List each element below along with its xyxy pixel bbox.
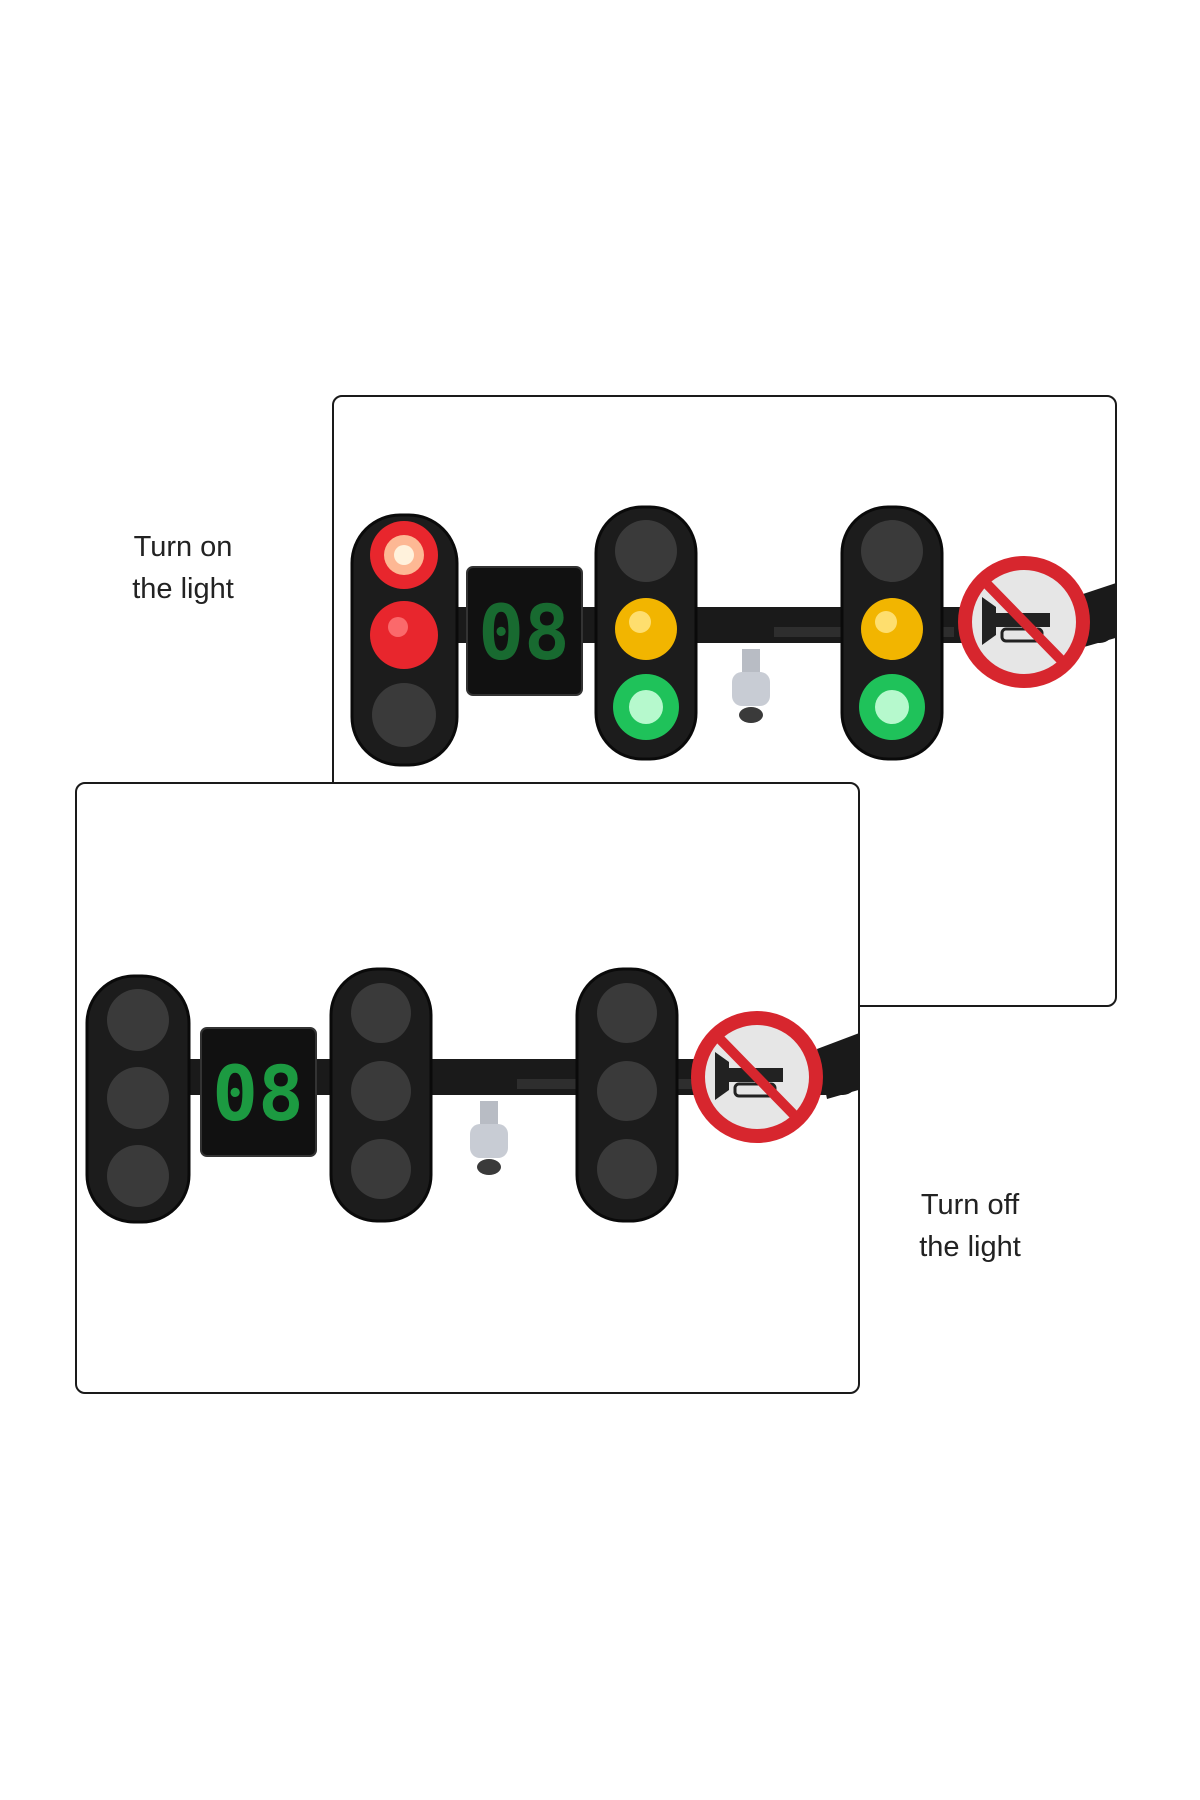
pole-arm	[817, 1033, 858, 1099]
frame-lights-off: 08	[75, 782, 860, 1394]
lamp-bottom-off	[372, 683, 436, 747]
traffic-light-1	[350, 513, 459, 767]
caption-turn-on: Turn on the light	[73, 526, 293, 610]
traffic-light-set-on: 08	[350, 505, 1115, 767]
traffic-light-2	[594, 505, 698, 761]
lamp-top-off	[861, 520, 923, 582]
countdown-digits: 08	[478, 588, 570, 677]
caption-turn-off: Turn off the light	[860, 1184, 1080, 1268]
countdown-digits: 08	[212, 1049, 304, 1138]
traffic-light-3	[840, 505, 944, 761]
camera-icon	[732, 649, 770, 723]
lamp-top-off	[615, 520, 677, 582]
traffic-light-3	[575, 967, 679, 1223]
traffic-light-set-off: 08	[85, 967, 858, 1224]
caption-on-line1: Turn on	[133, 531, 233, 563]
caption-off-line1: Turn off	[920, 1189, 1020, 1221]
no-horn-sign-icon	[691, 1011, 823, 1143]
traffic-light-2	[329, 967, 433, 1223]
traffic-light-1	[85, 974, 191, 1224]
countdown-display-on: 08	[466, 566, 583, 696]
caption-off-line2: the light	[919, 1231, 1021, 1263]
camera-icon	[470, 1101, 508, 1175]
countdown-display-off: 08	[200, 1027, 317, 1157]
caption-on-line2: the light	[132, 573, 234, 605]
no-horn-sign-icon	[958, 556, 1090, 688]
